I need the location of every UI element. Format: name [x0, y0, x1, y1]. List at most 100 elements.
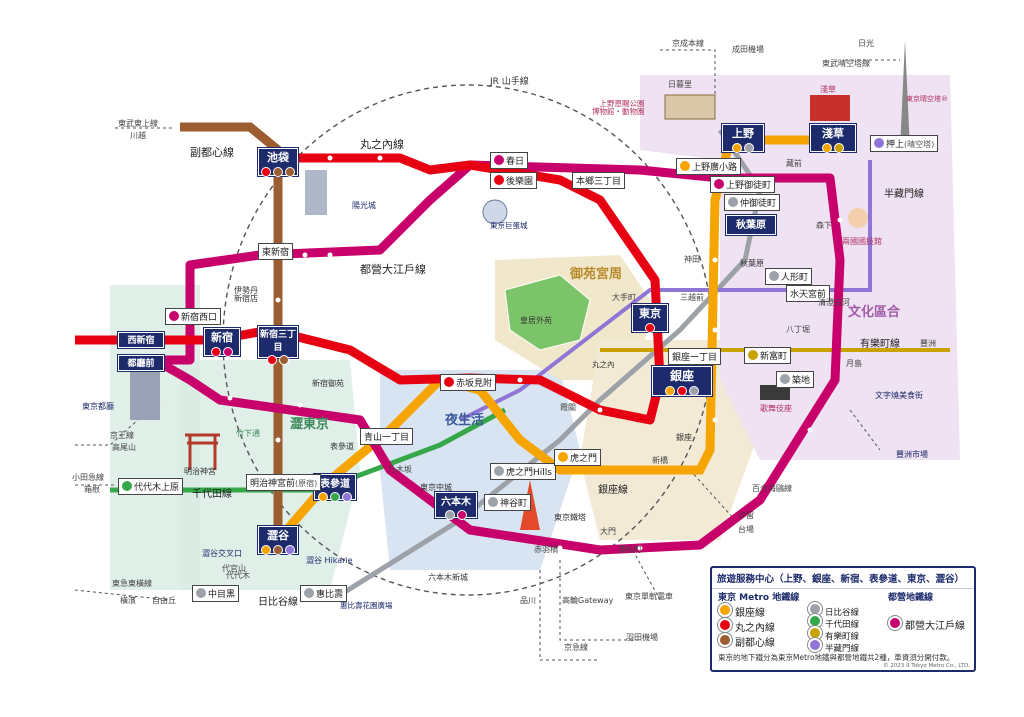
landmark-kabukiza: 歌舞伎座 [760, 404, 792, 413]
landmark-sunshine: 陽光城 [352, 201, 376, 210]
station-meiji-jingumae[interactable]: 明治神宮前(原宿) [246, 474, 322, 491]
station-ikebukuro[interactable]: 池袋 [258, 148, 298, 177]
peri-takanawa: 高輪Gateway [562, 596, 614, 605]
peri-shinagawa: 品川 [520, 596, 536, 605]
station-aoyama-itchome[interactable]: 青山一丁目 [360, 428, 414, 445]
station-ginza-itchome-label: 銀座一丁目 [672, 353, 718, 363]
landmark-ueno-icon [664, 94, 716, 120]
station-ginza[interactable]: 銀座 [652, 366, 712, 396]
station-kasuga[interactable]: 春日 [490, 152, 529, 169]
peri-monorail: 東京單軌電車 [625, 592, 673, 601]
peri-odakyu: 小田急線 [72, 473, 104, 482]
station-akasaka-mitsuke[interactable]: 赤坂見附 [440, 374, 497, 391]
line-marunouchi [75, 153, 665, 425]
peri-yurikamome: 百合海鷗線 [752, 484, 792, 493]
station-shintomicho[interactable]: 新富町 [744, 347, 792, 364]
station-shinjuku-nishiguchi[interactable]: 新宿西口 [165, 308, 222, 325]
station-oshiage-sub: (晴空塔) [904, 140, 935, 149]
peri-nippori: 日暮里 [668, 80, 692, 89]
peri-toyosu: 豐洲 [920, 339, 936, 348]
station-suitengumae[interactable]: 水天宮前 [786, 285, 831, 302]
landmark-sumo-icon [848, 208, 868, 228]
station-shinjuku-line-icons [205, 347, 239, 357]
station-tokyo-label: 東京 [639, 307, 661, 320]
landmark-tokyo-tower: 東京鐵塔 [554, 513, 586, 522]
station-ueno[interactable]: 上野 [722, 124, 764, 153]
landmark-torii-icon [185, 433, 220, 470]
station-shibuya-line-icons [259, 545, 297, 555]
station-nishi-shinjuku[interactable]: 西新宿 [118, 332, 164, 348]
station-korakuen-label: 後樂園 [506, 177, 534, 187]
landmark-sensoji: 淺草 [820, 85, 836, 94]
peri-kanda: 神田 [684, 255, 700, 264]
station-ningyocho[interactable]: 人形町 [765, 268, 813, 285]
label-chiyoda: 千代田線 [192, 489, 232, 500]
landmark-kokugikan: 兩國國技館 [842, 237, 882, 246]
station-asakusa-label: 淺草 [822, 127, 844, 140]
link-narita [660, 49, 716, 100]
legend-fukutoshin-text: 副都心線 [735, 638, 775, 649]
station-shibuya-label: 澀谷 [267, 529, 289, 542]
peri-tobu: 東武晴空塔線 [822, 59, 870, 68]
station-yoyogi-uehara[interactable]: 代代木上原 [118, 478, 184, 495]
landmark-midtown: 東京中城 [420, 483, 452, 492]
legend-marunouchi-dot [718, 618, 732, 632]
station-akihabara[interactable]: 秋葉原 [726, 215, 776, 235]
link-haneda [559, 560, 640, 641]
station-shinjuku[interactable]: 新宿 [204, 328, 240, 357]
landmark-meiji-shrine: 明治神宮 [184, 467, 216, 476]
station-shibuya[interactable]: 澀谷 [258, 526, 298, 555]
station-meiji-jingumae-label: 明治神宮前 [250, 479, 296, 489]
station-nishi-shinjuku-label: 西新宿 [127, 336, 155, 346]
landmark-kokyo: 皇居外苑 [520, 316, 552, 325]
station-aoyama-itchome-label: 青山一丁目 [364, 433, 410, 443]
area-label-shibuya: 澀東京 [290, 417, 330, 432]
station-tokyo[interactable]: 東京 [632, 304, 668, 333]
label-jr-yamanote: JR 山手線 [490, 77, 529, 87]
station-omotesando-line-icons [315, 492, 355, 502]
link-toyoko [74, 589, 171, 601]
station-roppongi-line-icons [436, 510, 476, 520]
station-korakuen[interactable]: 後樂園 [490, 172, 538, 189]
station-ikebukuro-label: 池袋 [267, 151, 289, 164]
station-ebisu[interactable]: 惠比壽 [300, 585, 348, 602]
peri-jiyugaoka: 自由丘 [152, 596, 176, 605]
landmark-dome: 東京巨蛋城 [490, 221, 528, 230]
landmark-sensoji-icon [810, 95, 850, 121]
landmark-roppongi-hills: 六本木新城 [428, 573, 468, 582]
area-label-palace: 御苑宮周 [570, 267, 623, 282]
station-kamiyacho[interactable]: 神谷町 [484, 494, 532, 511]
station-tsukiji[interactable]: 築地 [776, 371, 815, 388]
landmark-toyosu: 豐洲市場 [896, 450, 928, 459]
station-naka-okachimachi[interactable]: 仲御徒町 [724, 194, 781, 211]
legend-oedo: 都營大江戶線 [888, 616, 965, 632]
legend-hanzomon-dot [808, 638, 822, 652]
peri-yokohama: 橫濱 [120, 596, 136, 605]
station-oshiage[interactable]: 押上(晴空塔) [870, 135, 939, 152]
peri-daikanyama: 代官山 [222, 564, 246, 573]
station-higashi-shinjuku[interactable]: 東新宿 [258, 243, 294, 260]
landmark-hikarie: 澀谷 Hikarie [306, 556, 353, 565]
legend-oedo-text: 都營大江戶線 [905, 621, 965, 632]
station-kasuga-label: 春日 [506, 157, 525, 167]
station-tochomae[interactable]: 都廳前 [118, 355, 164, 371]
landmark-akiba: 秋葉原 [740, 259, 764, 268]
peri-narita: 成田機場 [732, 45, 764, 54]
station-ginza-itchome[interactable]: 銀座一丁目 [668, 348, 722, 365]
station-ueno-hirokoji[interactable]: 上野廣小路 [676, 158, 742, 175]
station-hongo-sanchome[interactable]: 本鄉三丁目 [572, 172, 626, 189]
station-toranomon[interactable]: 虎之門 [554, 449, 602, 466]
station-naka-meguro[interactable]: 中目黑 [192, 585, 240, 602]
station-shinjuku-sanchome[interactable]: 新宿三丁目 [258, 326, 298, 365]
station-ueno-label: 上野 [732, 127, 754, 140]
station-roppongi[interactable]: 六本木 [435, 492, 477, 520]
landmark-ginza-store: 銀座 [676, 433, 692, 442]
station-toranomon-hills[interactable]: 虎之門Hills [490, 463, 556, 480]
peri-takaosan: 高尾山 [112, 443, 136, 452]
station-ueno-okachimachi[interactable]: 上野御徒町 [710, 176, 776, 193]
peri-kawagoe: 川越 [130, 131, 146, 140]
station-akihabara-label: 秋葉原 [736, 220, 766, 231]
legend-ginza: 銀座線 [718, 603, 765, 619]
station-tsukiji-label: 築地 [792, 376, 811, 386]
station-asakusa[interactable]: 淺草 [810, 124, 856, 153]
